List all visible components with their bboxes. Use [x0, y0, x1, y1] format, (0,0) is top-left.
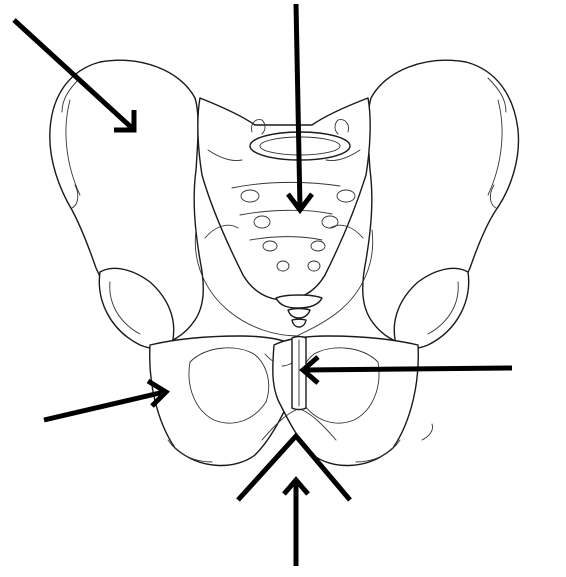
coccyx — [276, 295, 322, 327]
arrow-ischium — [44, 381, 166, 420]
sacrum — [198, 98, 370, 300]
